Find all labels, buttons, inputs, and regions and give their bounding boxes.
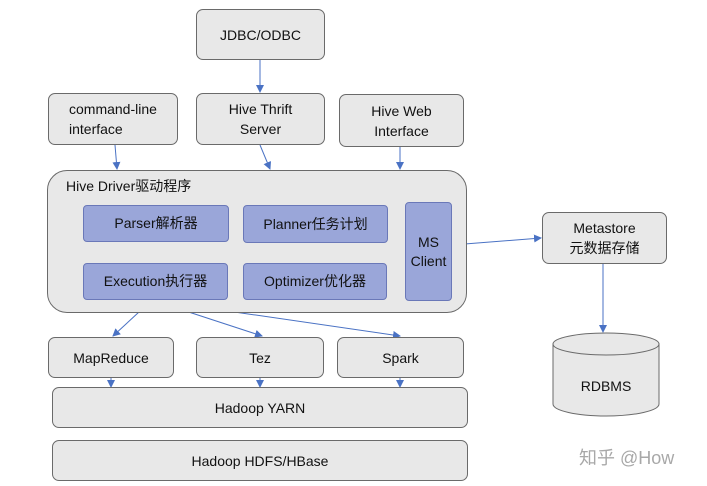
cli-label-line2: interface	[69, 121, 123, 137]
zhihu-watermark: 知乎 @How	[579, 448, 675, 468]
ms-client-label-line2: Client	[410, 252, 447, 269]
execution-label: Execution执行器	[103, 273, 208, 289]
hadoop-yarn-box: Hadoop YARN	[52, 387, 468, 428]
hadoop-yarn-label: Hadoop YARN	[214, 399, 306, 416]
web-label-line1: Hive Web	[371, 102, 432, 119]
ms-client-label-line1: MS	[417, 233, 439, 250]
arrow-cli-to-driver	[112, 144, 121, 170]
jdbc-odbc-label: JDBC/ODBC	[220, 26, 301, 43]
arrow-thrift-to-driver	[259, 144, 271, 170]
planner-component: Planner任务计划	[243, 205, 388, 243]
hadoop-hdfs-label: Hadoop HDFS/HBase	[191, 452, 329, 469]
metastore-label-line1: Metastore	[573, 220, 636, 236]
parser-label: Parser解析器	[114, 215, 198, 231]
web-label-line2: Interface	[374, 122, 429, 139]
optimizer-component: Optimizer优化器	[243, 263, 387, 300]
hadoop-hdfs-hbase-box: Hadoop HDFS/HBase	[52, 440, 468, 481]
jdbc-odbc-box: JDBC/ODBC	[196, 9, 325, 60]
thrift-label-line1: Hive Thrift	[228, 101, 293, 117]
execution-component: Execution执行器	[83, 263, 228, 300]
optimizer-label: Optimizer优化器	[264, 273, 366, 289]
hive-thrift-server-box: Hive Thrift Server	[196, 93, 325, 145]
ms-client-component: MS Client	[405, 202, 452, 301]
parser-component: Parser解析器	[83, 205, 229, 242]
mapreduce-label: MapReduce	[73, 349, 149, 366]
metastore-box: Metastore 元数据存储	[542, 212, 667, 264]
hive-web-interface-box: Hive Web Interface	[339, 94, 464, 147]
cli-label-line1: command-line	[69, 101, 157, 117]
rdbms-label: RDBMS	[580, 378, 632, 394]
planner-label: Planner任务计划	[263, 215, 368, 232]
metastore-label-line2: 元数据存储	[569, 240, 640, 256]
spark-box: Spark	[337, 337, 464, 378]
tez-box: Tez	[196, 337, 324, 378]
spark-label: Spark	[382, 349, 419, 366]
thrift-label-line2: Server	[239, 121, 282, 137]
rdbms-cylinder	[552, 332, 660, 417]
mapreduce-box: MapReduce	[48, 337, 174, 378]
hive-driver-title: Hive Driver驱动程序	[66, 178, 192, 194]
tez-label: Tez	[249, 349, 271, 366]
command-line-interface-box: command-line interface	[48, 93, 178, 145]
